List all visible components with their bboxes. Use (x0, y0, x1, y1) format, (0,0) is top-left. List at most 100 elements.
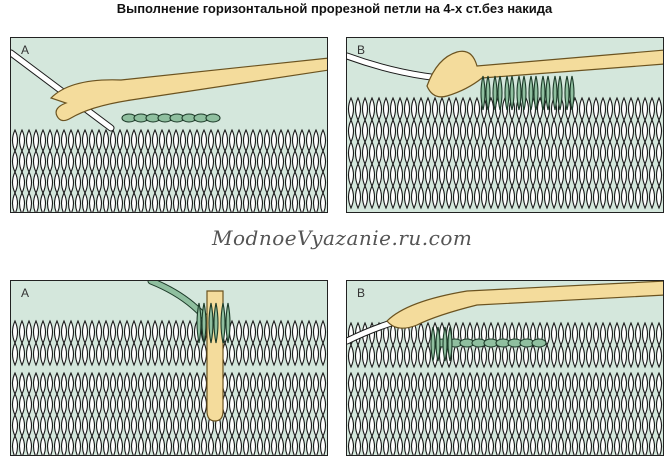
stitch (508, 413, 516, 438)
stitch (599, 162, 607, 188)
stitch (95, 371, 103, 396)
stitch (501, 434, 509, 455)
stitch (431, 434, 439, 455)
crochet-hook (426, 49, 663, 98)
stitch (123, 434, 131, 455)
stitch (515, 392, 523, 417)
stitch (634, 343, 642, 369)
stitch (375, 162, 383, 188)
stitch (466, 184, 474, 210)
stitch (214, 191, 222, 212)
stitch (18, 434, 26, 455)
stitch (319, 392, 327, 417)
stitch (599, 140, 607, 166)
stitch (256, 371, 264, 396)
stitch (137, 371, 145, 396)
stitch (319, 319, 327, 345)
stitch (319, 341, 327, 367)
stitch (74, 371, 82, 396)
fabric-rows (11, 319, 327, 455)
stitch (641, 392, 649, 417)
stitch (88, 319, 96, 345)
stitch (375, 392, 383, 417)
stitch (123, 128, 131, 153)
stitch (389, 343, 397, 369)
stitch (193, 191, 201, 212)
stitch (389, 371, 397, 396)
stitch (95, 413, 103, 438)
stitch (438, 434, 446, 455)
stitch (123, 341, 131, 367)
stitch (550, 392, 558, 417)
stitch (53, 170, 61, 195)
stitch (130, 149, 138, 174)
stitch (466, 96, 474, 122)
stitch (60, 149, 68, 174)
stitch (508, 392, 516, 417)
stitch (564, 371, 572, 396)
panel-label: B (357, 286, 366, 300)
stitch (165, 413, 173, 438)
stitch (487, 184, 495, 210)
stitch (228, 128, 236, 153)
stitch (522, 184, 530, 210)
stitch (522, 140, 530, 166)
stitch (221, 191, 229, 212)
stitch (424, 321, 432, 347)
stitch (396, 343, 404, 369)
stitch (382, 96, 390, 122)
stitch (375, 434, 383, 455)
stitch (144, 128, 152, 153)
stitch (501, 118, 509, 144)
green-stitch (220, 302, 231, 344)
stitch (515, 371, 523, 396)
stitch (284, 371, 292, 396)
stitch (445, 371, 453, 396)
stitch (186, 392, 194, 417)
stitch (648, 343, 656, 369)
stitch (424, 392, 432, 417)
green-stitch (480, 75, 491, 111)
stitch (277, 434, 285, 455)
stitch (11, 371, 19, 396)
stitch (592, 140, 600, 166)
stitch (256, 392, 264, 417)
stitch (375, 96, 383, 122)
stitch (431, 392, 439, 417)
stitch (410, 184, 418, 210)
stitch (361, 140, 369, 166)
stitch (179, 341, 187, 367)
stitch (487, 118, 495, 144)
stitch (613, 184, 621, 210)
stitch (67, 392, 75, 417)
stitch (291, 128, 299, 153)
stitch (641, 96, 649, 122)
stitch (18, 392, 26, 417)
stitch (263, 149, 271, 174)
stitch (368, 413, 376, 438)
stitch (655, 321, 663, 347)
stitch (480, 162, 488, 188)
stitch (557, 371, 565, 396)
stitch (179, 392, 187, 417)
stitch (193, 128, 201, 153)
stitch (123, 319, 131, 345)
stitch (256, 128, 264, 153)
stitch (557, 434, 565, 455)
stitch (249, 341, 257, 367)
stitch (179, 128, 187, 153)
stitch (46, 319, 54, 345)
stitch (305, 170, 313, 195)
stitch (144, 341, 152, 367)
stitch (179, 149, 187, 174)
stitch (193, 392, 201, 417)
stitch (291, 371, 299, 396)
stitch (270, 149, 278, 174)
stitch (186, 341, 194, 367)
stitch (459, 434, 467, 455)
stitch (305, 392, 313, 417)
stitch (32, 170, 40, 195)
stitch (522, 371, 530, 396)
stitch (291, 392, 299, 417)
stitch (368, 140, 376, 166)
